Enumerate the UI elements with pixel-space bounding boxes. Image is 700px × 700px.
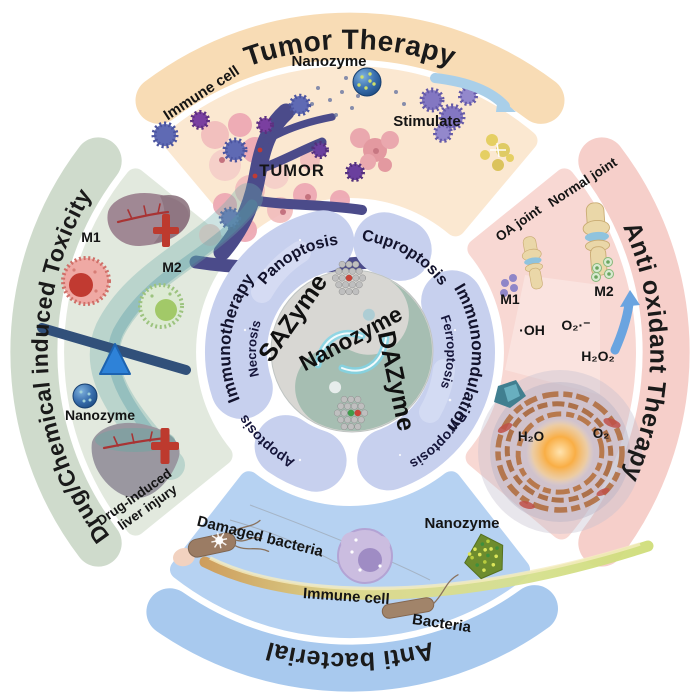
water-swirl bbox=[314, 329, 390, 375]
h2o-label: H₂O bbox=[518, 429, 544, 444]
immune-cell-bottom bbox=[337, 528, 393, 584]
swoosh-highlight bbox=[209, 542, 641, 591]
o2-label: O₂ bbox=[593, 426, 610, 441]
m2-label: M2 bbox=[594, 283, 614, 299]
stimulate-label: Stimulate bbox=[393, 113, 461, 130]
ring-segment-cuproptosis bbox=[353, 212, 432, 281]
m1-macrophage-dots bbox=[500, 274, 518, 297]
necrosis-label: Necrosis bbox=[244, 318, 264, 378]
stimulate-arrow bbox=[430, 73, 516, 112]
center-ring bbox=[204, 210, 495, 492]
ring-segment-immunomodulation bbox=[357, 270, 495, 491]
single-atom-red bbox=[345, 274, 353, 282]
tumor-nanozyme-label: Nanozyme bbox=[291, 53, 366, 70]
svg-text:Necrosis: Necrosis bbox=[244, 318, 264, 378]
yinyang-dot-top bbox=[362, 308, 375, 321]
yinyang-dot-bottom bbox=[329, 381, 342, 394]
nanozyme-sphere-left bbox=[72, 383, 98, 409]
m1-label: M1 bbox=[500, 291, 520, 307]
liver-healthy bbox=[107, 192, 191, 247]
m1-cell-left bbox=[61, 256, 111, 306]
dying-cell-burst bbox=[480, 134, 514, 171]
center-core: SAZyme Nanozyme DAZyme bbox=[253, 260, 434, 434]
dual-atom-green bbox=[347, 409, 355, 417]
arc-band-tumor-therapy bbox=[135, 12, 565, 124]
nanozyme-sphere-top bbox=[352, 67, 382, 97]
m2-cell-left bbox=[138, 283, 184, 329]
nanozyme-cube bbox=[464, 533, 504, 580]
immune-cells-top bbox=[151, 86, 478, 230]
tumor-cell-cluster-right bbox=[350, 128, 399, 172]
flow-ribbon-core bbox=[107, 199, 258, 466]
light-beam bbox=[505, 275, 600, 395]
injury-marker-bottom bbox=[151, 428, 179, 464]
balance-seesaw bbox=[37, 323, 191, 375]
nanozyme-dust bbox=[310, 76, 406, 117]
core-yang-teal bbox=[295, 278, 432, 431]
cell-with-mitochondria bbox=[478, 370, 642, 534]
nanozyme-bottom-label: Nanozyme bbox=[424, 515, 499, 532]
tumor-label: TUMOR bbox=[259, 162, 325, 180]
arc-band-antioxidant bbox=[578, 137, 690, 567]
liver-injured bbox=[91, 422, 180, 499]
injury-marker-top bbox=[153, 214, 179, 247]
ring-gloss-2 bbox=[419, 359, 455, 423]
nanozyme-left-label: Nanozyme bbox=[65, 407, 135, 423]
hydroxyl-radical-label: ·OH bbox=[519, 322, 545, 338]
m2-macrophage-dots bbox=[591, 257, 614, 282]
swoosh-arrow bbox=[199, 540, 654, 600]
bacterium bbox=[381, 574, 459, 619]
antioxidant-illustration: OA joint Normal joint M1 M2 ·OH O₂·⁻ H₂O… bbox=[478, 154, 642, 534]
arc-band-toxicity bbox=[10, 137, 122, 567]
m2-left-label: M2 bbox=[162, 259, 182, 275]
m1-left-label: M1 bbox=[81, 229, 101, 245]
arc-band-antibacterial bbox=[146, 585, 558, 692]
dual-atom-red bbox=[354, 409, 361, 417]
toxicity-illustration: M1 M2 Nanozyme Drug-induced liver injury bbox=[37, 183, 263, 533]
damaged-bacterium bbox=[172, 519, 270, 567]
superoxide-label: O₂·⁻ bbox=[561, 317, 590, 333]
ring-gloss-1 bbox=[251, 241, 311, 303]
flow-ribbon bbox=[89, 183, 263, 480]
ring-segment-apoptosis bbox=[254, 415, 347, 492]
immune-cell-bottom-label: Immune cell bbox=[302, 585, 390, 608]
h2o2-label: H₂O₂ bbox=[581, 348, 614, 364]
ros-conversion-arrow bbox=[610, 290, 640, 355]
